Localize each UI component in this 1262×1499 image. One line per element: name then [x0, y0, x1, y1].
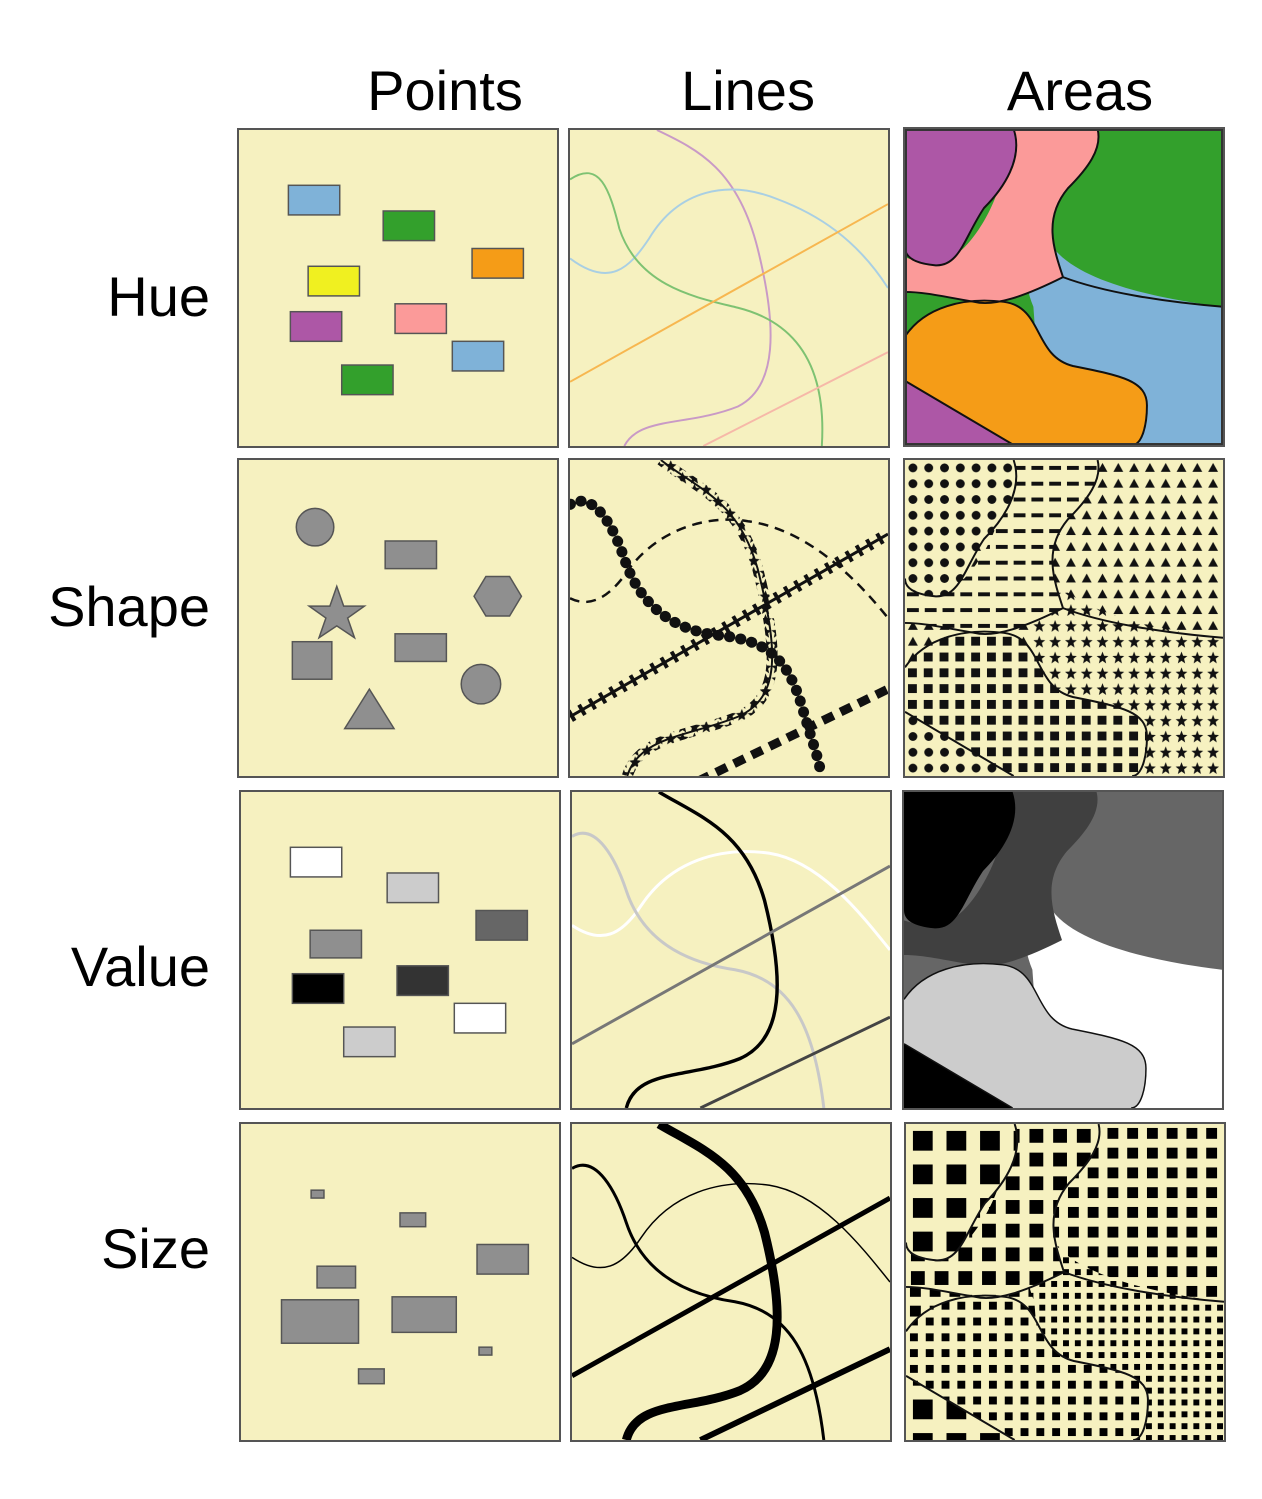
- line-orange: [570, 203, 888, 383]
- point-small-2: [316, 1265, 357, 1289]
- point-medium: [476, 1243, 530, 1275]
- area-dots-2: [905, 711, 1014, 776]
- area-black-2: [904, 1043, 1013, 1108]
- point-yellow: [307, 265, 361, 297]
- panel-value-lines: [570, 790, 892, 1110]
- value-areas-graphic: [904, 792, 1222, 1108]
- point-small: [399, 1212, 427, 1228]
- point-light-gray: [386, 872, 440, 904]
- point-mid-gray: [309, 929, 363, 959]
- point-white: [289, 846, 343, 878]
- size-lines-graphic: [572, 1124, 890, 1440]
- point-tiny-2: [478, 1346, 493, 1356]
- point-pink: [394, 303, 448, 335]
- row-header-hue: Hue: [107, 265, 210, 328]
- column-header-points: Points: [367, 59, 523, 122]
- panel-hue-areas: [903, 127, 1225, 447]
- point-large-2: [391, 1296, 458, 1334]
- area-large-squares-2: [906, 1375, 1015, 1440]
- point-green: [382, 210, 436, 242]
- point-orange: [471, 247, 525, 279]
- area-black: [904, 792, 1016, 929]
- point-large: [280, 1299, 360, 1344]
- hue-areas-graphic: [905, 129, 1223, 445]
- rectangle-symbol-2: [394, 633, 448, 663]
- panel-size-areas: [904, 1122, 1226, 1442]
- triangle-symbol: [343, 687, 396, 730]
- shape-points-graphic: [291, 507, 523, 730]
- line-purple: [623, 130, 772, 446]
- line-dark-gray: [699, 1015, 890, 1108]
- shape-areas-graphic: [905, 460, 1223, 776]
- row-header-value: Value: [70, 935, 210, 998]
- area-orange: [905, 300, 1147, 445]
- area-dots: [905, 460, 1017, 597]
- point-tiny: [310, 1189, 325, 1199]
- line-thick: [572, 1195, 890, 1378]
- panel-value-areas: [902, 790, 1224, 1110]
- area-charcoal: [904, 792, 1098, 967]
- line-thickest: [622, 1124, 782, 1440]
- line-pink: [702, 351, 888, 446]
- star-symbol: [306, 584, 367, 640]
- row-header-shape: Shape: [48, 575, 210, 638]
- panel-shape-lines: [568, 458, 890, 778]
- line-white: [572, 850, 890, 951]
- row-header-size: Size: [101, 1217, 210, 1280]
- line-black: [624, 792, 779, 1108]
- panel-hue-points: [237, 128, 559, 448]
- panel-value-points: [239, 790, 561, 1110]
- hue-points-graphic: [287, 184, 525, 396]
- line-thick-2: [699, 1346, 890, 1440]
- point-purple: [289, 310, 343, 343]
- rectangle-symbol: [384, 540, 438, 570]
- area-squares: [905, 631, 1147, 776]
- line-green: [570, 172, 824, 446]
- shape-lines-graphic: [570, 460, 888, 776]
- line-thin: [572, 1182, 890, 1283]
- area-small-squares: [906, 1295, 1148, 1440]
- hexagon-symbol: [473, 575, 523, 617]
- point-white-2: [453, 1002, 507, 1034]
- value-points-graphic: [289, 846, 529, 1058]
- bold-dashed-line: [698, 685, 888, 776]
- square-symbol: [291, 640, 333, 680]
- point-blue-2: [451, 340, 505, 372]
- point-charcoal: [396, 965, 450, 997]
- area-light-gray: [904, 963, 1146, 1108]
- area-purple-2: [905, 380, 1014, 445]
- line-light-gray: [572, 831, 826, 1108]
- point-light-gray-2: [342, 1026, 396, 1058]
- line-gray: [572, 864, 890, 1046]
- circle-symbol-2: [460, 663, 502, 705]
- value-lines-graphic: [572, 792, 890, 1108]
- size-areas-graphic: [906, 1124, 1224, 1440]
- column-header-areas: Areas: [1006, 59, 1154, 122]
- hue-lines-graphic: [570, 130, 888, 446]
- dashed-line: [570, 518, 888, 619]
- panel-size-points: [239, 1122, 561, 1442]
- line-blue: [570, 188, 888, 289]
- point-dark-gray: [475, 909, 529, 941]
- column-header-lines: Lines: [681, 59, 815, 122]
- line-medium: [572, 1163, 826, 1440]
- area-large-squares: [906, 1124, 1018, 1261]
- point-black: [291, 972, 345, 1005]
- panel-hue-lines: [568, 128, 890, 448]
- size-points-graphic: [280, 1189, 530, 1385]
- area-purple: [905, 129, 1017, 266]
- circle-symbol: [295, 507, 335, 547]
- point-small-3: [357, 1368, 385, 1385]
- panel-size-lines: [570, 1122, 892, 1442]
- point-blue: [287, 184, 341, 216]
- panel-shape-areas: [903, 458, 1225, 778]
- point-green-2: [340, 364, 394, 396]
- panel-shape-points: [237, 458, 559, 778]
